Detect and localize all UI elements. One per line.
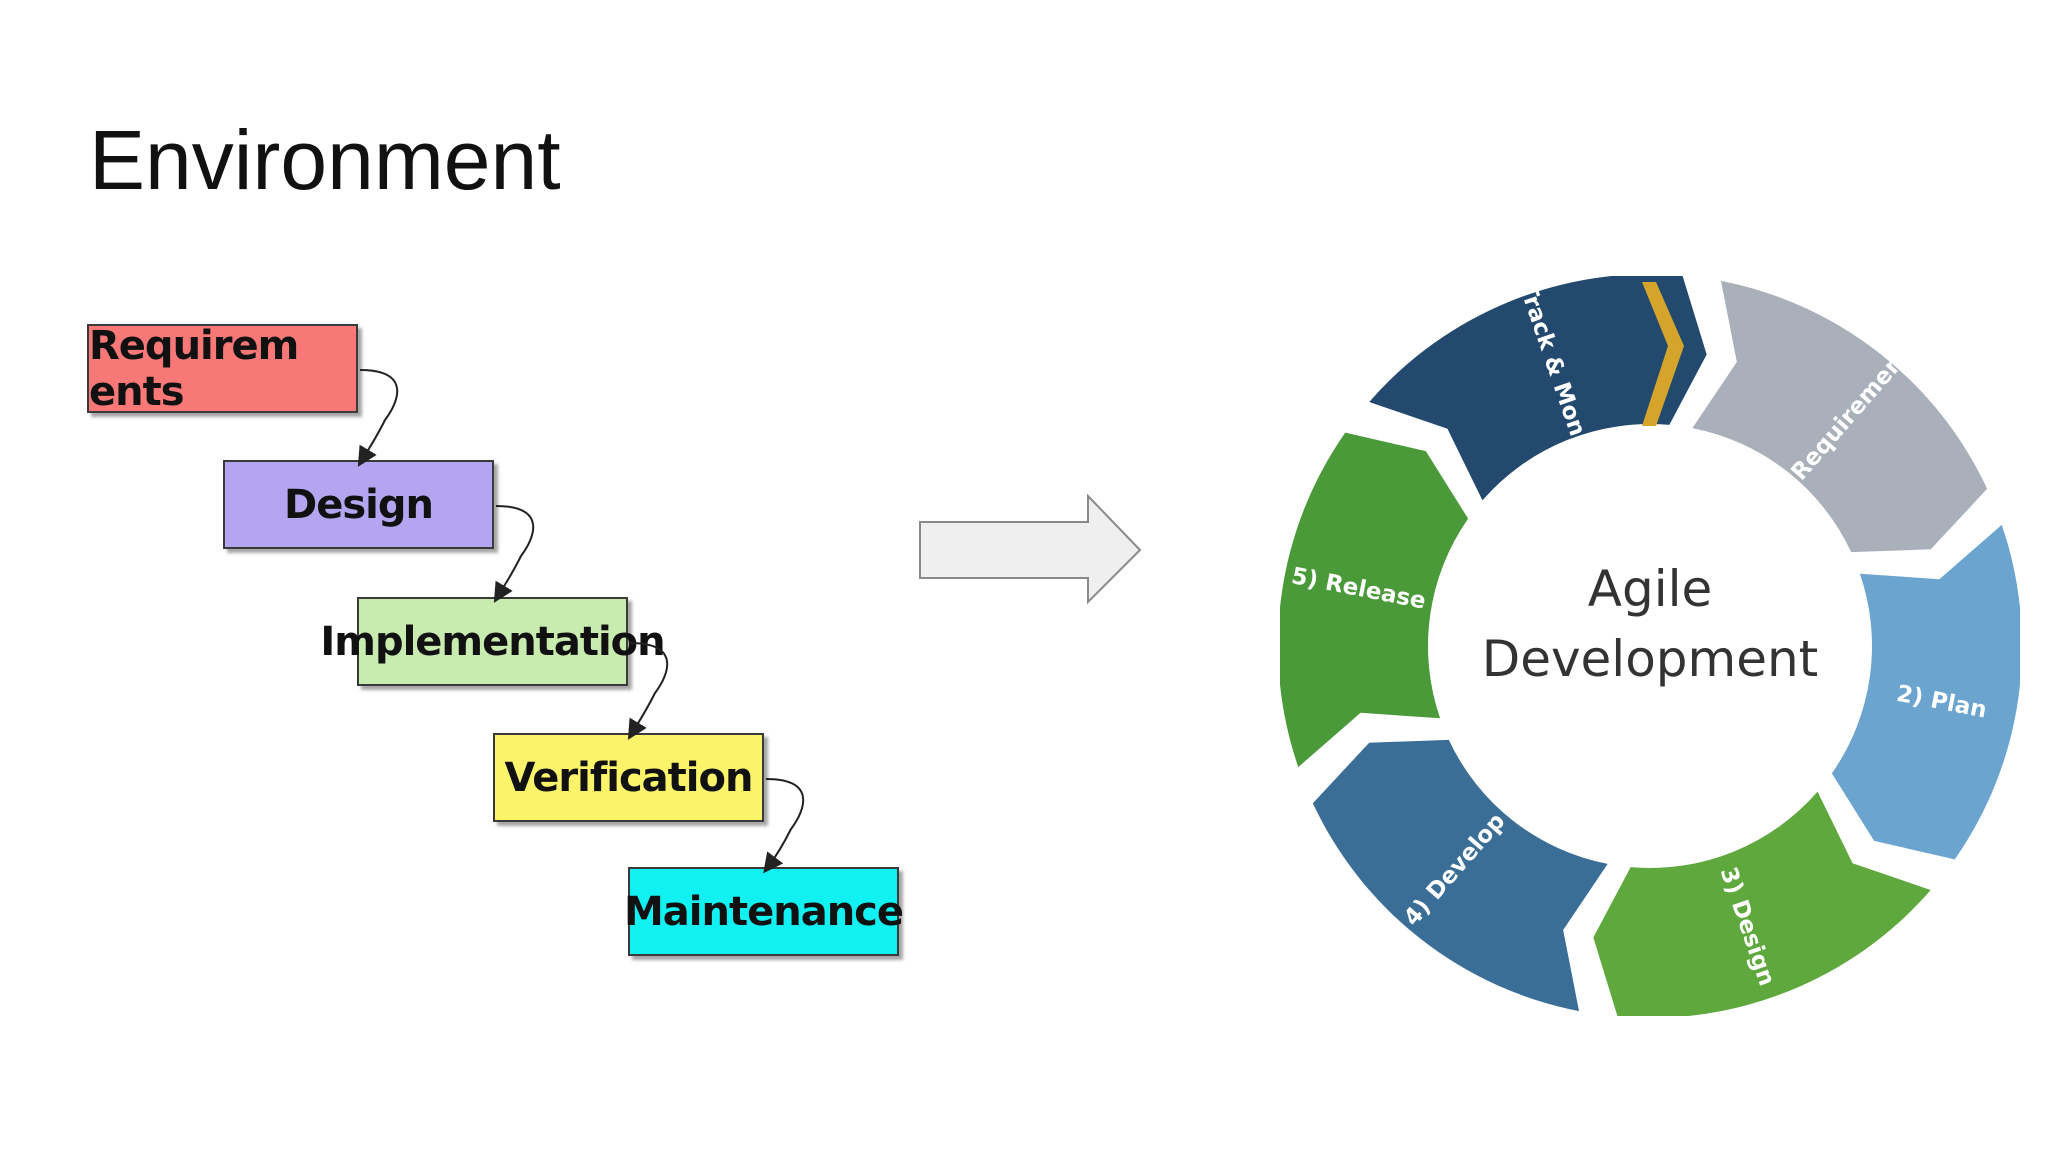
step-label: Verification [504, 754, 754, 801]
accent-chevron-icon [1642, 282, 1684, 426]
segment-requirements [1692, 280, 1988, 553]
segment-track-monitor [1369, 276, 1707, 501]
segment-release [1280, 432, 1469, 768]
right-arrow-icon [919, 494, 1142, 605]
step-label: Implementation [320, 618, 665, 665]
segment-develop [1312, 739, 1608, 1012]
segment-plan [1831, 524, 2020, 860]
connector-arrow [493, 505, 535, 603]
waterfall-step-maintenance: Maintenance [624, 867, 904, 956]
waterfall-step-requirements: Requirem ents [87, 322, 358, 415]
step-label: Requirem ents [89, 322, 299, 415]
connector-arrow [763, 778, 805, 874]
step-label: Design [284, 481, 434, 528]
page-title: Environment [89, 113, 561, 207]
center-subtitle: Development [1482, 630, 1819, 688]
segment-design [1593, 791, 1931, 1016]
waterfall-step-implementation: Implementation [320, 597, 666, 686]
step-label: Maintenance [623, 888, 904, 935]
connector-arrow [357, 369, 399, 467]
connector-arrow [627, 642, 669, 740]
waterfall-step-verification: Verification [493, 733, 764, 822]
center-title: Agile [1588, 560, 1713, 618]
